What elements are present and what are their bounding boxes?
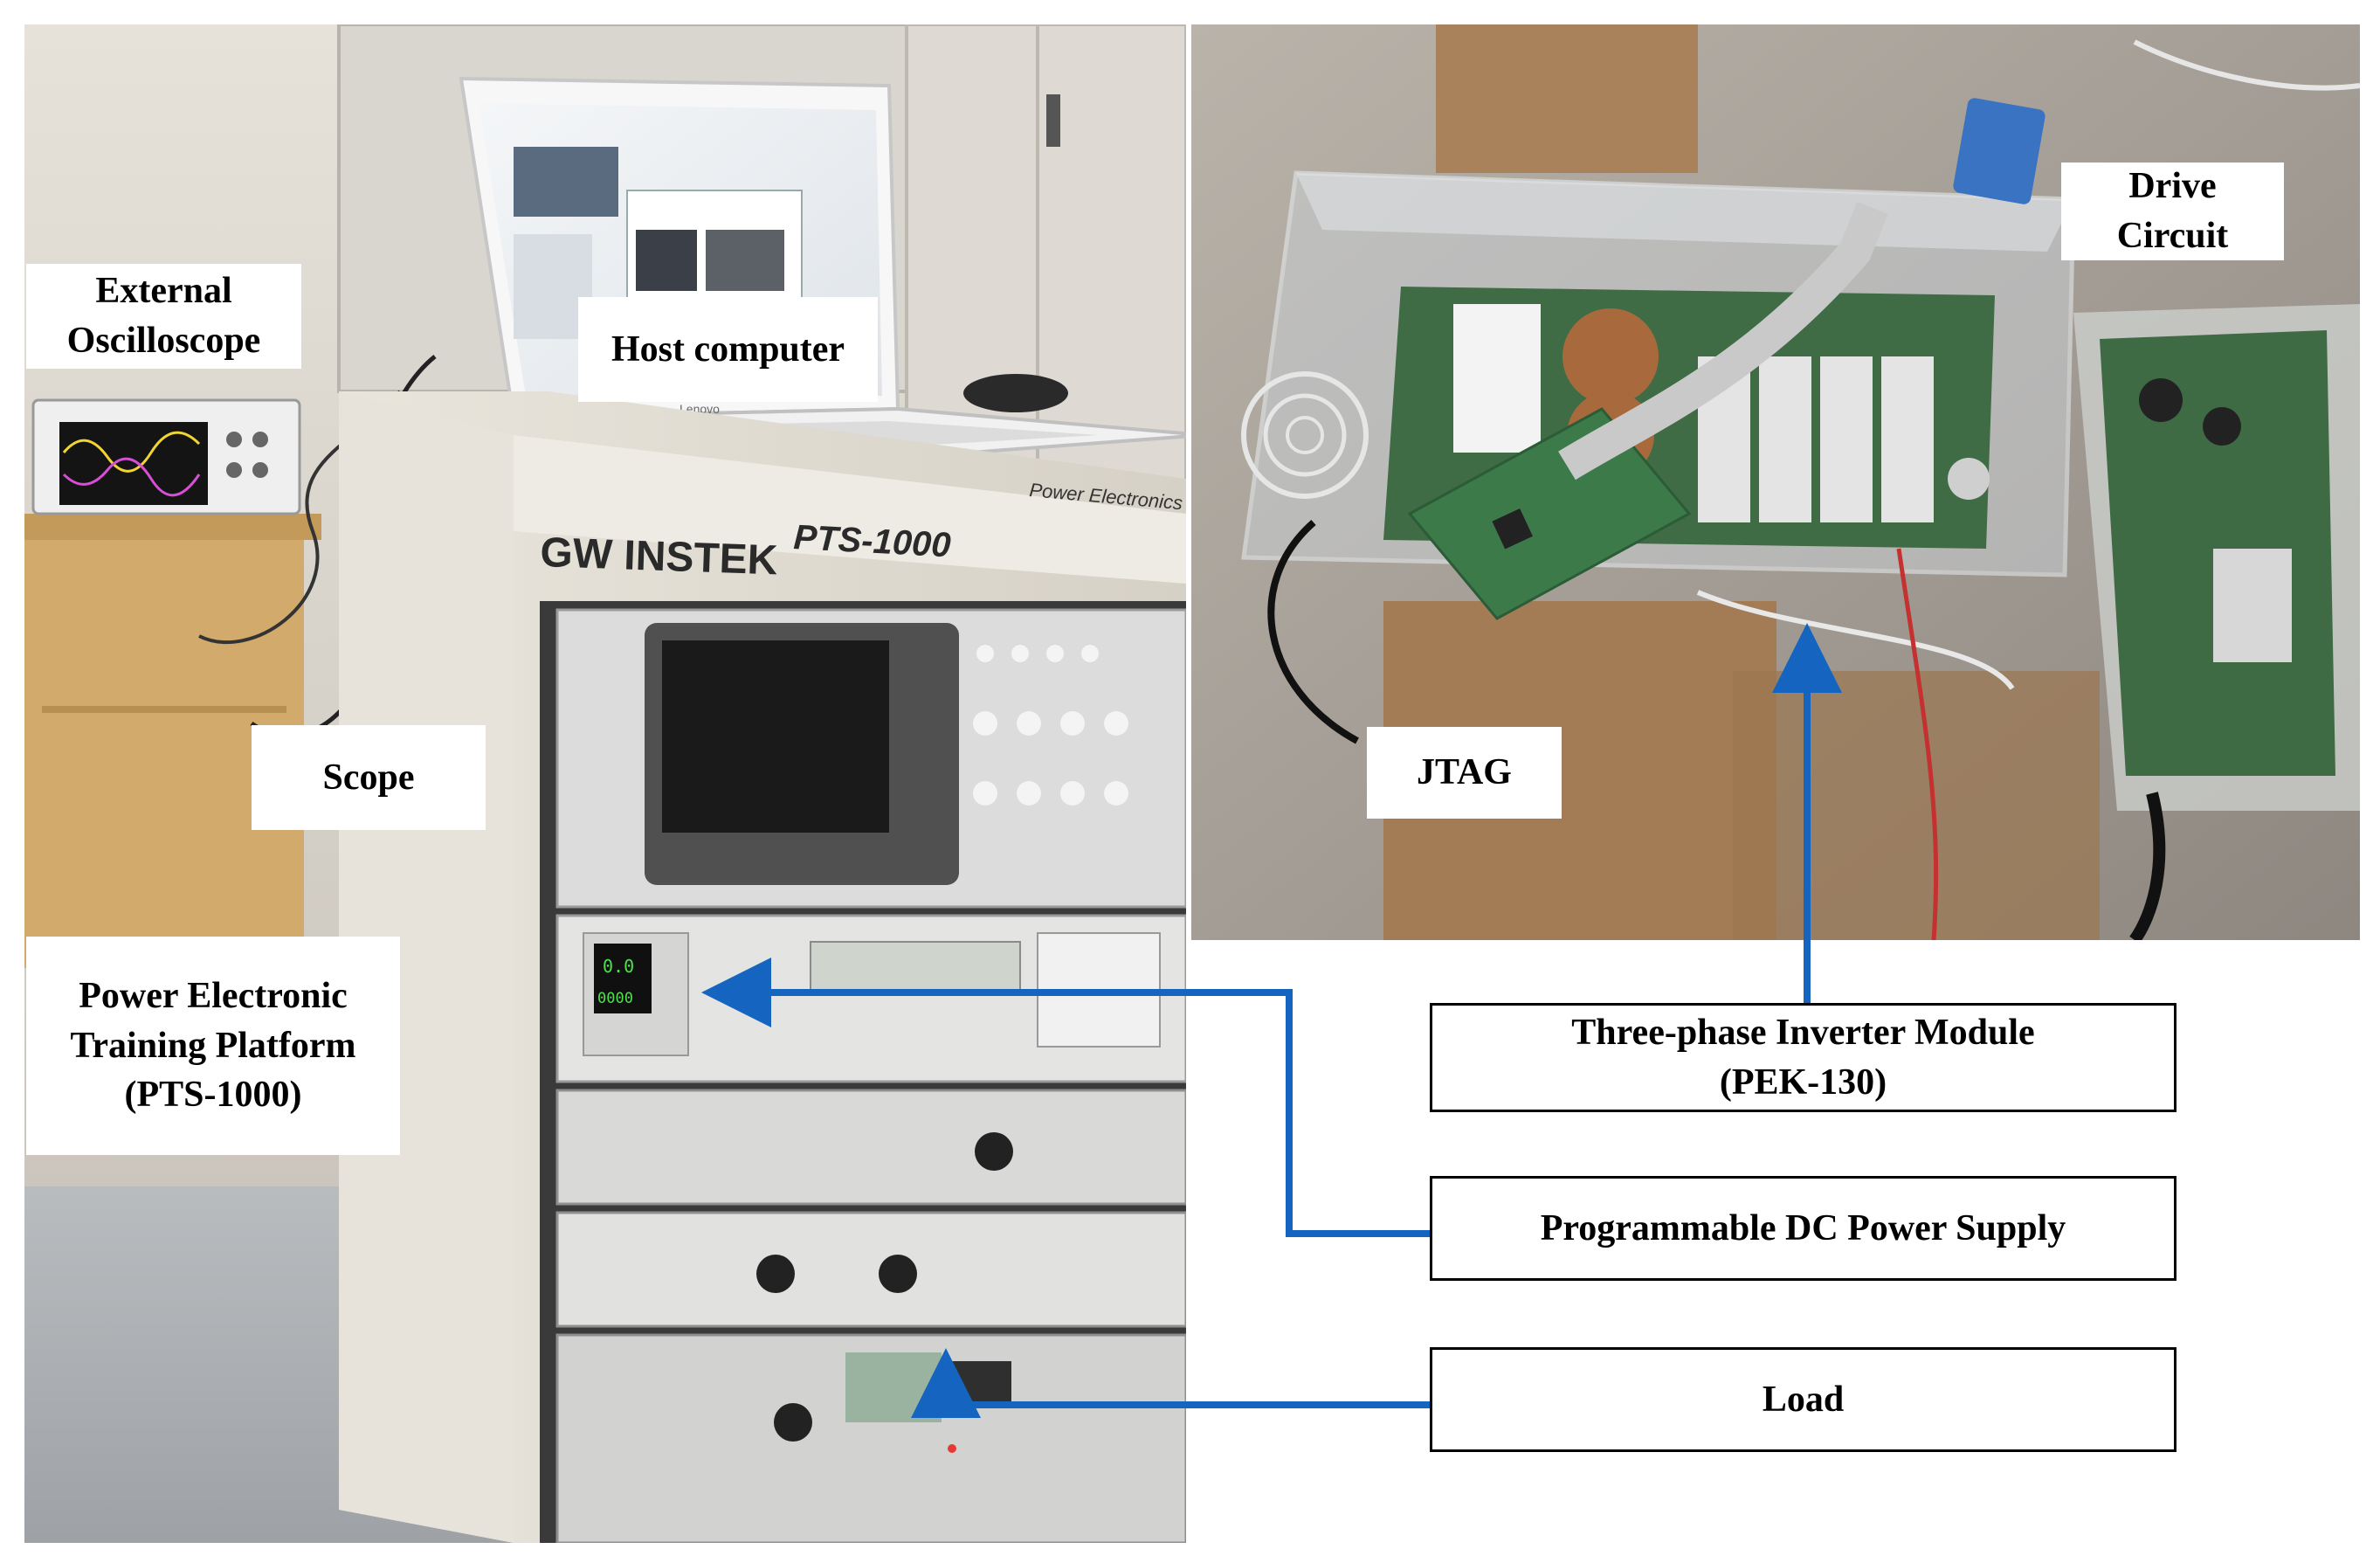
label-external-oscilloscope: External Oscilloscope	[26, 264, 301, 369]
lab-setup-illustration: Lenovo GW INSTEK PTS-1000 Power Electron…	[24, 24, 1186, 1543]
rack-brand-text: GW INSTEK	[540, 529, 779, 584]
label-scope: Scope	[252, 725, 486, 830]
arrow-to-dc-power-supply	[701, 958, 1430, 1237]
label-drive-circuit: Drive Circuit	[2061, 163, 2284, 260]
rack-model-text: PTS-1000	[793, 518, 952, 564]
psu-readout-top: 0.0	[603, 956, 634, 977]
label-host-computer: Host computer	[578, 297, 878, 402]
label-load: Load	[1430, 1347, 2176, 1452]
label-power-electronic-training-platform: Power Electronic Training Platform (PTS-…	[26, 937, 400, 1155]
label-three-phase-inverter-module: Three-phase Inverter Module (PEK-130)	[1430, 1003, 2176, 1112]
label-jtag: JTAG	[1367, 727, 1562, 819]
label-programmable-dc-power-supply: Programmable DC Power Supply	[1430, 1176, 2176, 1281]
pts-1000-rack: GW INSTEK PTS-1000 Power Electronics T 0…	[339, 391, 1186, 1543]
arrow-to-load	[911, 1348, 1430, 1418]
lab-setup-photo: Lenovo GW INSTEK PTS-1000 Power Electron…	[24, 24, 1186, 1543]
psu-readout-bottom: 0000	[597, 990, 633, 1007]
external-oscilloscope-device	[31, 398, 301, 515]
